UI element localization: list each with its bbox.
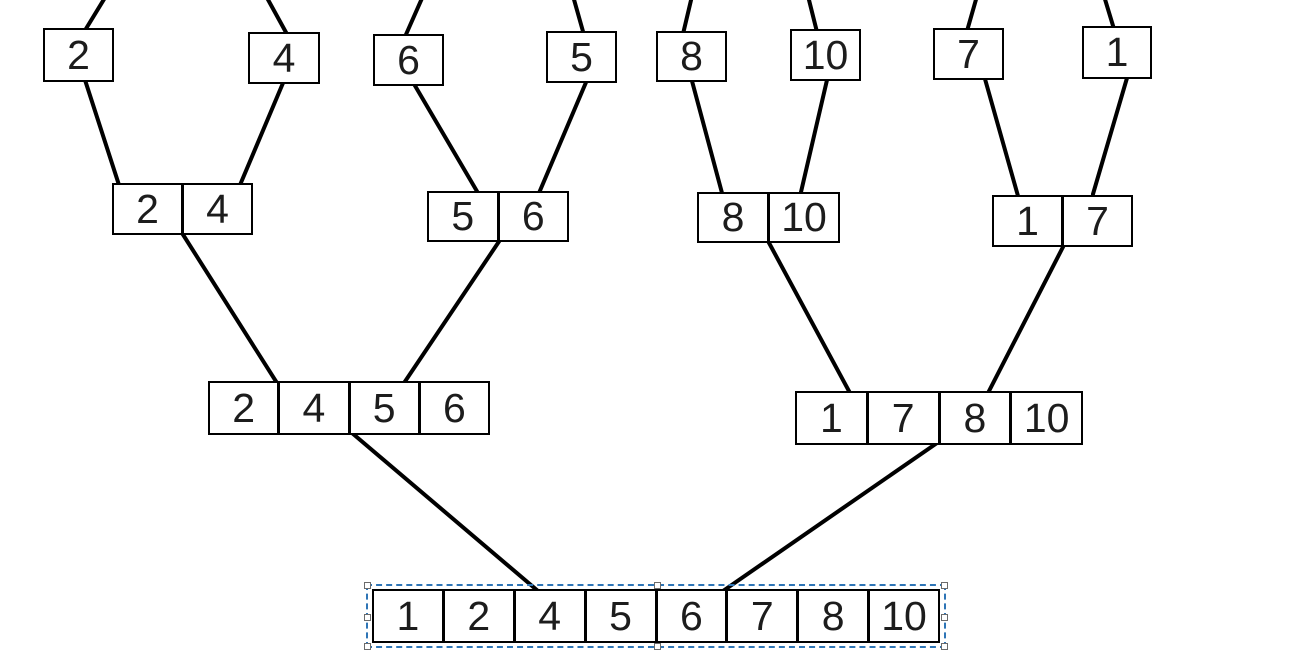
connector-leaf-8-to-pair-810[interactable]: [690, 79, 724, 195]
connector-leaf-7-to-pair-17[interactable]: [983, 77, 1020, 198]
resize-handle-w[interactable]: [364, 614, 371, 621]
cell-value: 2: [441, 591, 513, 641]
resize-handle-e[interactable]: [941, 614, 948, 621]
connector-leaf-4-to-pair-24[interactable]: [238, 81, 285, 187]
resize-handle-nw[interactable]: [364, 582, 371, 589]
cell-value: 7: [957, 30, 980, 77]
cell-value: 6: [496, 193, 568, 240]
pair-node-8-10[interactable]: 8 10: [697, 192, 840, 243]
cell-value: 2: [136, 185, 159, 232]
cell-value: 10: [1009, 393, 1081, 443]
cell-value: 10: [802, 31, 849, 78]
cell-value: 6: [417, 383, 488, 433]
cell-value: 10: [867, 591, 938, 641]
leaf-node-1[interactable]: 1: [1082, 26, 1152, 79]
pair-node-1-7[interactable]: 1 7: [992, 195, 1133, 247]
connector-top-to-leaf-6[interactable]: [402, 0, 424, 41]
cell-value: 10: [767, 194, 838, 241]
resize-handle-se[interactable]: [941, 643, 948, 650]
cell-value: 5: [570, 33, 593, 80]
connector-leaf-5-to-pair-56[interactable]: [537, 78, 589, 195]
connector-leaf-2-to-pair-24[interactable]: [83, 78, 121, 187]
connector-top-to-leaf-2[interactable]: [82, 0, 106, 34]
quad-node-2-4-5-6[interactable]: 2 4 5 6: [208, 381, 490, 435]
leaf-node-7[interactable]: 7: [933, 28, 1004, 80]
leaf-node-8[interactable]: 8: [656, 31, 727, 82]
merged-array-node[interactable]: 1 2 4 5 6 7 8 10: [372, 589, 940, 643]
connector-top-to-leaf-5[interactable]: [572, 0, 586, 37]
cell-value: 6: [397, 36, 420, 83]
resize-handle-sw[interactable]: [364, 643, 371, 650]
cell-value: 2: [232, 384, 256, 431]
cell-value: 4: [512, 591, 584, 641]
leaf-node-5[interactable]: 5: [546, 31, 617, 83]
connector-leaf-10-to-pair-810[interactable]: [799, 78, 829, 194]
resize-handle-n[interactable]: [654, 582, 661, 589]
connector-top-to-leaf-7[interactable]: [965, 0, 978, 33]
resize-handle-s[interactable]: [654, 643, 661, 650]
cell-value: 7: [725, 591, 796, 641]
cell-value: 4: [272, 34, 296, 81]
cell-value: 5: [347, 383, 418, 433]
cell-value: 1: [1105, 29, 1129, 75]
pair-node-5-6[interactable]: 5 6: [427, 191, 569, 242]
connector-leaf-1-to-pair-17[interactable]: [1091, 76, 1129, 196]
cell-value: 6: [654, 591, 726, 641]
cell-value: 1: [1016, 197, 1039, 244]
connector-top-to-leaf-8[interactable]: [681, 0, 694, 36]
cell-value: 8: [680, 33, 703, 79]
cell-value: 5: [583, 591, 655, 641]
connector-pair-810-to-quad-17810[interactable]: [766, 239, 852, 395]
connector-pair-56-to-quad-2456[interactable]: [402, 238, 502, 385]
connector-leaf-6-to-pair-56[interactable]: [412, 82, 480, 195]
cell-value: 4: [181, 185, 251, 233]
quad-node-1-7-8-10[interactable]: 1 7 8 10: [795, 391, 1083, 445]
leaf-node-6[interactable]: 6: [373, 34, 444, 86]
cell-value: 4: [277, 383, 347, 433]
cell-value: 7: [865, 393, 938, 443]
connector-pair-17-to-quad-17810[interactable]: [986, 243, 1066, 395]
resize-handle-ne[interactable]: [941, 582, 948, 589]
connector-top-to-leaf-10[interactable]: [806, 0, 819, 34]
connector-top-to-leaf-4[interactable]: [265, 0, 290, 38]
cell-value: 8: [937, 393, 1010, 443]
connector-quad-17810-to-merged[interactable]: [721, 441, 939, 593]
cell-value: 5: [451, 193, 475, 239]
connector-top-to-leaf-1[interactable]: [1103, 0, 1116, 31]
leaf-node-10[interactable]: 10: [790, 29, 861, 81]
cell-value: 1: [396, 592, 420, 639]
pair-node-2-4[interactable]: 2 4: [112, 183, 253, 235]
cell-value: 1: [819, 394, 843, 441]
cell-value: 7: [1061, 197, 1131, 245]
leaf-node-4[interactable]: 4: [248, 32, 320, 84]
cell-value: 8: [796, 591, 867, 641]
cell-value: 8: [721, 194, 745, 240]
connector-quad-2456-to-merged[interactable]: [350, 431, 540, 593]
cell-value: 2: [67, 31, 90, 78]
connector-pair-24-to-quad-2456[interactable]: [180, 231, 279, 385]
leaf-node-2[interactable]: 2: [43, 28, 114, 82]
